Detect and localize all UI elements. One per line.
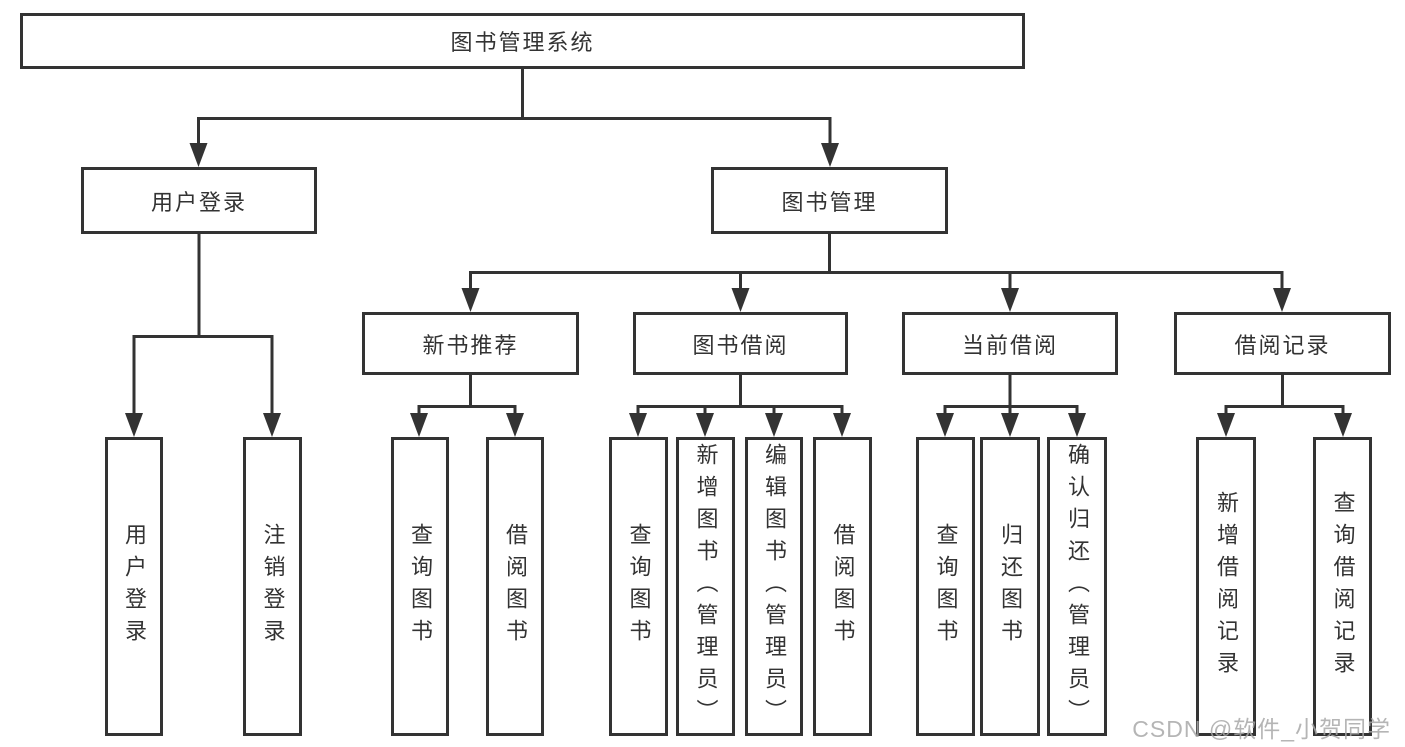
- leaf-borrow-books: 借阅图书: [813, 437, 872, 736]
- leaf-borrow-books-recommend: 借阅图书: [486, 437, 544, 736]
- connector-recommend-split: [410, 375, 524, 437]
- connector-records-split: [1217, 375, 1352, 437]
- connector-mgmt-split: [461, 233, 1291, 312]
- node-root-system: 图书管理系统: [20, 13, 1025, 69]
- leaf-query-borrow-record: 查询借阅记录: [1313, 437, 1372, 736]
- leaf-query-books-borrow: 查询图书: [609, 437, 668, 736]
- node-new-book-recommend: 新书推荐: [362, 312, 579, 375]
- leaf-return-book: 归还图书: [980, 437, 1040, 736]
- leaf-confirm-return-admin: 确认归还（管理员）: [1047, 437, 1107, 736]
- connector-user-split: [125, 233, 281, 437]
- leaf-add-book-admin: 新增图书（管理员）: [676, 437, 735, 736]
- leaf-query-books-recommend: 查询图书: [391, 437, 449, 736]
- leaf-query-books-current: 查询图书: [916, 437, 975, 736]
- leaf-user-login: 用户登录: [105, 437, 163, 736]
- node-user-login: 用户登录: [81, 167, 317, 234]
- connector-borrow-split: [629, 375, 851, 437]
- node-book-management: 图书管理: [711, 167, 948, 234]
- node-borrow-records: 借阅记录: [1174, 312, 1391, 375]
- leaf-add-borrow-record: 新增借阅记录: [1196, 437, 1256, 736]
- node-book-borrow: 图书借阅: [633, 312, 848, 375]
- connector-root-split: [189, 68, 839, 167]
- connector-current-split: [936, 375, 1086, 437]
- csdn-watermark: CSDN @软件_小贺同学: [1132, 716, 1391, 742]
- leaf-edit-book-admin: 编辑图书（管理员）: [745, 437, 803, 736]
- leaf-logout: 注销登录: [243, 437, 302, 736]
- node-current-borrow: 当前借阅: [902, 312, 1118, 375]
